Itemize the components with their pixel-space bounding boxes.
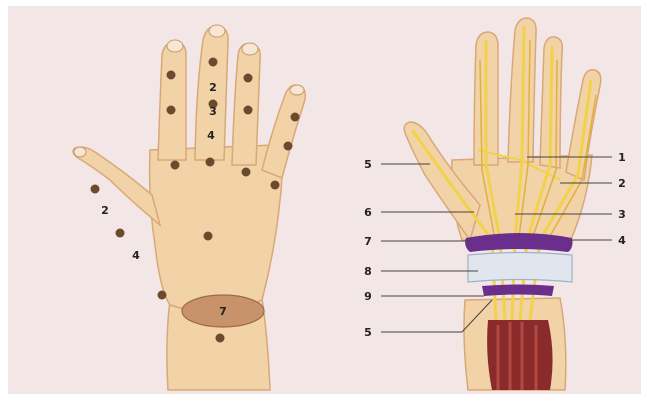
anatomy-label: 3	[618, 208, 626, 221]
point-dot	[206, 158, 215, 167]
anatomy-label: 5	[364, 326, 372, 339]
point-dot	[242, 168, 251, 177]
anatomy-label: 9	[364, 290, 372, 303]
thumb-label: 2	[101, 204, 109, 217]
palm-oval-label: 7	[219, 305, 227, 318]
point-dot	[116, 229, 125, 238]
left-nail	[74, 147, 86, 157]
thumb-label: 4	[132, 249, 140, 262]
point-dot	[209, 58, 218, 67]
point-dot	[158, 291, 167, 300]
left-nail	[167, 40, 183, 52]
anatomy-label: 8	[364, 265, 372, 278]
finger-label: 2	[209, 81, 217, 94]
point-dot	[244, 106, 253, 115]
white-band	[468, 253, 572, 283]
anatomy-label: 1	[618, 151, 626, 164]
left-nail	[242, 43, 258, 55]
purple-band-lower	[482, 285, 554, 297]
anatomy-label: 2	[618, 177, 626, 190]
point-dot	[271, 181, 280, 190]
point-dot	[216, 334, 225, 343]
point-dot	[167, 106, 176, 115]
point-dot	[244, 74, 253, 83]
finger-label: 3	[209, 105, 217, 118]
point-dot	[167, 71, 176, 80]
anatomy-label: 7	[364, 235, 372, 248]
anatomy-label: 5	[364, 158, 372, 171]
left-nail	[209, 25, 225, 37]
left-index-finger	[158, 42, 186, 160]
anatomy-label: 6	[364, 206, 372, 219]
point-dot	[171, 161, 180, 170]
finger-label: 4	[207, 129, 215, 142]
point-dot	[284, 142, 293, 151]
left-nail	[290, 85, 304, 95]
point-dot	[291, 113, 300, 122]
point-dot	[204, 232, 213, 241]
anatomy-label: 4	[618, 234, 626, 247]
point-dot	[91, 185, 100, 194]
